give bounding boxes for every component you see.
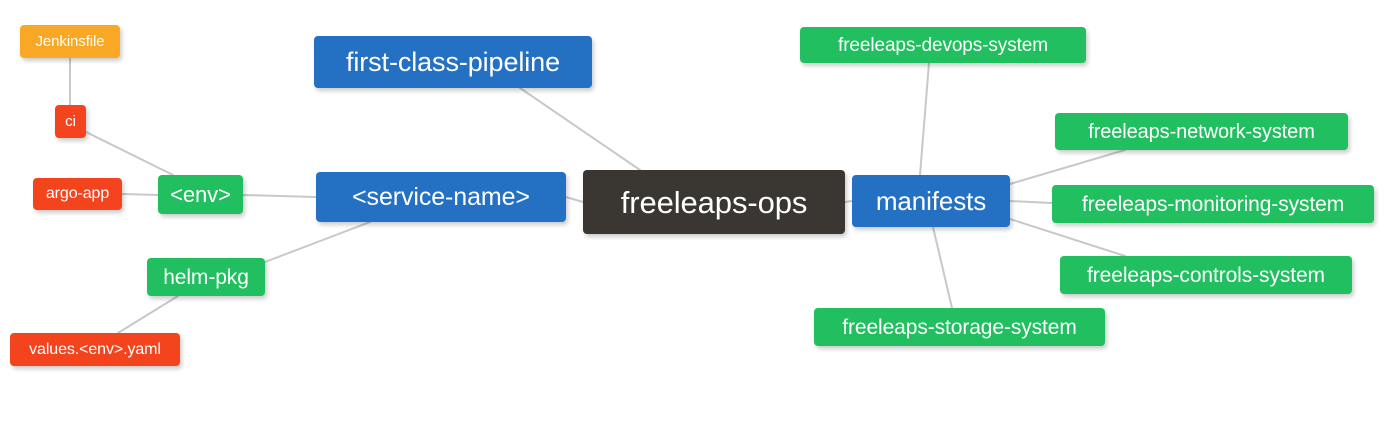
mindmap-node-first-class-pipeline[interactable]: first-class-pipeline bbox=[314, 36, 592, 88]
edge-service-name-to-helm-pkg bbox=[264, 221, 371, 263]
edge-service-name-to-env bbox=[242, 194, 317, 198]
mindmap-node-argo-app[interactable]: argo-app bbox=[33, 178, 122, 210]
mindmap-node-jenkinsfile[interactable]: Jenkinsfile bbox=[20, 25, 120, 58]
edge-env-to-ci bbox=[85, 131, 174, 176]
edge-manifests-to-storage-system bbox=[932, 226, 953, 309]
mindmap-node-controls-system[interactable]: freeleaps-controls-system bbox=[1060, 256, 1352, 294]
edge-freeleaps-ops-to-manifests bbox=[844, 200, 853, 203]
edge-manifests-to-devops-system bbox=[919, 62, 930, 176]
mindmap-node-ci[interactable]: ci bbox=[55, 105, 86, 138]
edge-manifests-to-controls-system bbox=[1009, 218, 1126, 257]
mindmap-node-freeleaps-ops[interactable]: freeleaps-ops bbox=[583, 170, 845, 234]
edge-manifests-to-network-system bbox=[1009, 149, 1126, 185]
mindmap-node-helm-pkg[interactable]: helm-pkg bbox=[147, 258, 265, 296]
mindmap-node-devops-system[interactable]: freeleaps-devops-system bbox=[800, 27, 1086, 63]
mindmap-node-env[interactable]: <env> bbox=[158, 175, 243, 214]
mindmap-node-monitoring-system[interactable]: freeleaps-monitoring-system bbox=[1052, 185, 1374, 223]
mindmap-node-network-system[interactable]: freeleaps-network-system bbox=[1055, 113, 1348, 150]
edge-freeleaps-ops-to-first-class-pipeline bbox=[519, 87, 641, 171]
edge-env-to-argo-app bbox=[121, 193, 159, 196]
mindmap-node-manifests[interactable]: manifests bbox=[852, 175, 1010, 227]
mindmap-node-service-name[interactable]: <service-name> bbox=[316, 172, 566, 222]
edge-manifests-to-monitoring-system bbox=[1009, 200, 1053, 204]
mindmap-node-storage-system[interactable]: freeleaps-storage-system bbox=[814, 308, 1105, 346]
edge-helm-pkg-to-values-yaml bbox=[117, 295, 179, 334]
mindmap-node-values-yaml[interactable]: values.<env>.yaml bbox=[10, 333, 180, 366]
edge-freeleaps-ops-to-service-name bbox=[565, 196, 584, 203]
